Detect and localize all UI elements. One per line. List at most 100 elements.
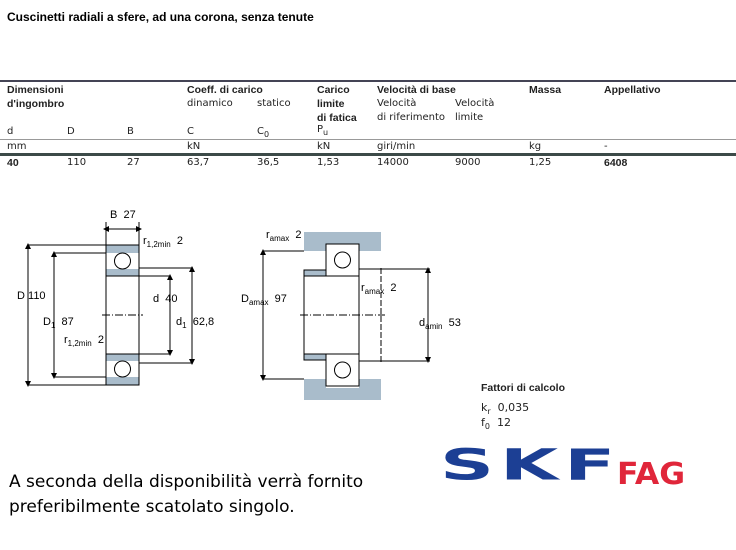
header-dinamico: dinamico — [187, 98, 233, 109]
f0-sub: 0 — [484, 422, 490, 431]
label-B: B 27 — [110, 209, 136, 221]
r-sym: r — [64, 334, 68, 346]
cell-massa: 1,25 — [529, 157, 552, 168]
footer-line-2: preferibilmente scatolato singolo. — [9, 497, 295, 517]
r-sub: 1,2min — [67, 339, 92, 348]
sym-C0-main: C — [257, 126, 264, 137]
Da-sub: amax — [248, 298, 269, 307]
d1-sym: d — [176, 316, 183, 328]
unit-dash: - — [604, 141, 608, 152]
label-ramax-mid: ramax 2 — [361, 282, 397, 296]
cell-B: 27 — [127, 157, 140, 168]
da-sym: d — [419, 317, 426, 329]
D1-sym: D — [43, 316, 51, 328]
skf-logo: SKF — [440, 440, 622, 490]
factor-kr: kr 0,035 — [481, 401, 529, 416]
header-ingombro: d'ingombro — [7, 98, 65, 110]
da-val: 53 — [448, 317, 461, 329]
divider — [0, 153, 736, 156]
D-sym: D — [17, 290, 25, 302]
header-carico: Carico — [317, 84, 350, 96]
ra-sym: r — [361, 282, 365, 294]
fag-logo: FAG — [617, 457, 686, 492]
header-vel-lim: Velocità — [455, 98, 495, 109]
label-B-sym: B — [110, 209, 118, 221]
label-damin: damin 53 — [419, 317, 461, 331]
unit-kN: kN — [187, 141, 201, 152]
header-coeff: Coeff. di carico — [187, 84, 263, 96]
fattori-title: Fattori di calcolo — [481, 382, 566, 394]
divider — [0, 139, 736, 140]
sym-C0-sub: 0 — [263, 130, 270, 139]
unit-mm: mm — [7, 141, 27, 152]
sym-D: D — [67, 126, 75, 137]
sym-d: d — [7, 126, 14, 137]
ra-val: 2 — [295, 229, 302, 241]
page-title: Cuscinetti radiali a sfere, ad una coron… — [7, 10, 314, 24]
r-val: 2 — [176, 235, 183, 247]
D1-sub: 1 — [50, 321, 56, 330]
da-sub: amin — [425, 322, 443, 331]
cell-d: 40 — [7, 157, 19, 169]
label-r12-bottom: r1,2min 2 — [64, 334, 104, 348]
kr-sub: r — [487, 407, 491, 416]
header-limite: limite — [317, 98, 345, 110]
label-d1: d1 62,8 — [176, 316, 215, 330]
sym-Pu: Pu — [317, 124, 329, 137]
label-B-val: 27 — [123, 209, 136, 221]
sym-C: C — [187, 126, 194, 137]
unit-kg: kg — [529, 141, 542, 152]
header-massa: Massa — [529, 84, 562, 96]
f0-sym: f — [481, 416, 485, 429]
cell-appellativo: 6408 — [604, 157, 628, 169]
cell-C0: 36,5 — [257, 157, 280, 168]
f0-val: 12 — [496, 416, 511, 429]
label-D1: D1 87 — [43, 316, 74, 330]
header-statico: statico — [257, 98, 291, 109]
cell-Pu: 1,53 — [317, 157, 340, 168]
sym-C0: C0 — [257, 126, 270, 139]
header-appellativo: Appellativo — [604, 84, 661, 96]
cell-D: 110 — [67, 157, 87, 168]
r-val: 2 — [97, 334, 104, 346]
label-Damax: Damax 97 — [241, 293, 287, 307]
label-D: D 110 — [17, 290, 46, 302]
cell-vel-rif: 14000 — [377, 157, 409, 168]
cell-vel-lim: 9000 — [455, 157, 481, 168]
D1-val: 87 — [61, 316, 74, 328]
factor-f0: f0 12 — [481, 416, 511, 431]
ra-sub: amax — [269, 234, 290, 243]
ra-val: 2 — [390, 282, 397, 294]
D-val: 110 — [28, 290, 46, 302]
header-vel-lim-2: limite — [455, 112, 484, 123]
header-vel-rif-2: di riferimento — [377, 112, 446, 123]
ra-sub: amax — [364, 287, 385, 296]
divider — [0, 80, 736, 82]
header-vel-rif: Velocità — [377, 98, 417, 109]
kr-sym: k — [481, 401, 488, 414]
ra-sym: r — [266, 229, 270, 241]
d-sym: d — [153, 293, 160, 305]
footer-line-1: A seconda della disponibilità verrà forn… — [9, 472, 364, 492]
unit-kN: kN — [317, 141, 331, 152]
r-sub: 1,2min — [146, 240, 171, 249]
sym-B: B — [127, 126, 134, 137]
header-velocita: Velocità di base — [377, 84, 456, 96]
header-dimensioni: Dimensioni — [7, 84, 64, 96]
sym-Pu-sub: u — [323, 128, 329, 137]
Da-sym: D — [241, 293, 249, 305]
unit-giri: giri/min — [377, 141, 416, 152]
d-val: 40 — [165, 293, 178, 305]
bearing-section-left — [102, 244, 143, 386]
label-d: d 40 — [153, 293, 178, 305]
d1-val: 62,8 — [192, 316, 215, 328]
d1-sub: 1 — [182, 321, 187, 330]
label-ramax-top: ramax 2 — [266, 229, 302, 243]
sym-Pu-main: P — [317, 124, 324, 135]
r-sym: r — [143, 235, 147, 247]
label-r12-top: r1,2min 2 — [143, 235, 183, 249]
bearing-mounting-right — [300, 232, 385, 400]
header-fatica: di fatica — [317, 112, 357, 124]
